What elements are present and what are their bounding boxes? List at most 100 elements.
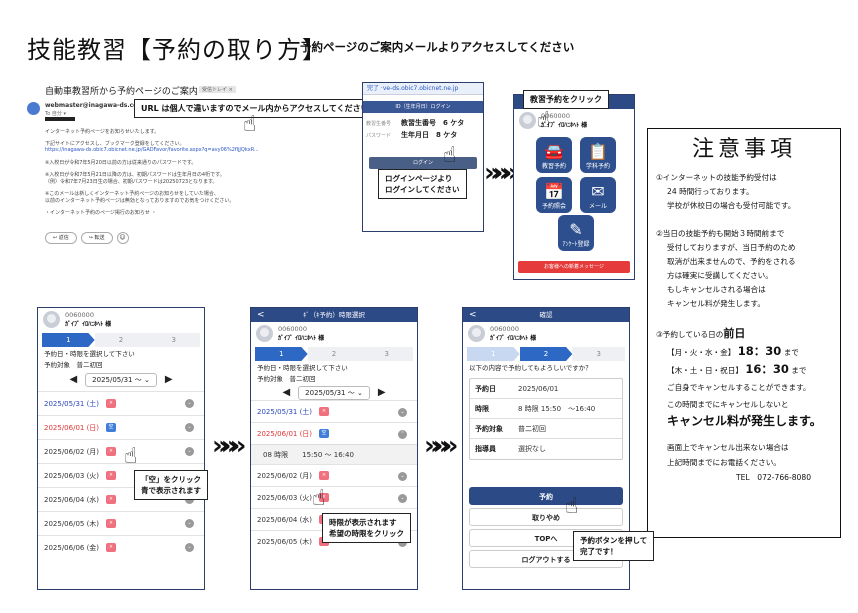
avatar xyxy=(468,325,485,342)
email-subject: 自動車教習所から予約ページのご案内 xyxy=(45,87,198,97)
pointing-hand-icon: ☝ xyxy=(124,444,138,469)
tile-lesson-booking[interactable]: 🚘教習予約 xyxy=(536,137,572,173)
chevron-icon: ⌄ xyxy=(185,399,194,408)
email-line: ※入校日が令和7年5月21日以降の方は、初期パスワードは生年月日の4桁です。 xyxy=(45,172,225,178)
email-line: （例）令和7年7月23日生の場合、初期パスワードは20250723となります。 xyxy=(45,179,218,185)
slot-header: <ｷﾞ（ｷ予約）時限選択 xyxy=(251,308,417,322)
week-select[interactable]: 2025/05/31 ～ ⌄ xyxy=(85,372,157,387)
telephone-number: TEL 072-766-8080 xyxy=(736,473,812,482)
chevron-icon: ⌄ xyxy=(398,408,407,417)
reserve-button[interactable]: 予約 xyxy=(469,487,623,505)
forward-button[interactable]: ↪ 転送 xyxy=(80,232,113,244)
tile-survey[interactable]: ✎ｱﾝｹｰﾄ登録 xyxy=(558,215,594,251)
page-title: 技能教習【予約の取り方】 xyxy=(27,36,327,64)
mail-icon: ✉ xyxy=(591,182,605,201)
cancel-button[interactable]: 取りやめ xyxy=(469,508,623,526)
pointing-hand-icon: ☝ xyxy=(312,486,326,511)
chevron-icon: ⌄ xyxy=(185,543,194,552)
vacant-note: 「空」をクリック 青で表示されます xyxy=(134,470,208,500)
email-link[interactable]: https://inagawa-ds.obic7.obicnet.ne.jp/G… xyxy=(45,147,259,153)
calendar-phone: 0060000 ｶﾞｲﾌﾞ ｲﾛﾊﾆﾎﾍﾄ 様 1 2 3 予約日・時限を選択し… xyxy=(37,307,205,590)
next-week-icon[interactable]: ▶ xyxy=(377,387,386,398)
inbox-tag: 受信トレイ × xyxy=(199,86,236,93)
emoji-icon[interactable]: ☺ xyxy=(116,232,129,244)
pencil-icon: ✎ xyxy=(569,220,583,239)
prev-week-icon[interactable]: ◀ xyxy=(282,387,291,398)
login-id-row[interactable]: 教習生番号 教習生番号 6 ケタ xyxy=(366,119,465,127)
user-name: ｶﾞｲﾌﾞ ｲﾛﾊﾆﾎﾍﾄ 様 xyxy=(541,122,588,129)
avatar xyxy=(519,112,536,129)
date-row[interactable]: 2025/06/01 (日)空⌃ xyxy=(251,422,417,444)
user-id: 0060000 xyxy=(65,311,94,319)
clipboard-icon: 📋 xyxy=(588,142,608,161)
date-row[interactable]: 2025/06/03 (火)×⌄ xyxy=(251,486,417,508)
book-note: 予約ボタンを押して 完了です！ xyxy=(573,531,655,561)
avatar xyxy=(256,325,273,342)
login-phone: 完了 ·ve-ds.obic7.obicnet.ne.jp ID（生年月日）ログ… xyxy=(362,82,484,232)
chevron-icon: ⌃ xyxy=(398,430,407,439)
tile-class-booking[interactable]: 📋学科予約 xyxy=(580,137,616,173)
date-row[interactable]: 2025/05/31 (土)×⌄ xyxy=(251,400,417,422)
car-icon: 🚘 xyxy=(544,142,564,161)
chevron-icon: ⌄ xyxy=(185,447,194,456)
booking-target: 予約対象 普二初回 xyxy=(44,361,103,369)
email-preview: 自動車教習所から予約ページのご案内 受信トレイ × webmaster@inag… xyxy=(25,84,355,254)
date-row[interactable]: 2025/05/31 (土)×⌄ xyxy=(38,391,204,415)
booking-target: 予約対象 普二初回 xyxy=(257,375,316,383)
login-pw-field[interactable]: 生年月日 8 ケタ xyxy=(401,131,458,139)
tile-mail[interactable]: ✉メール xyxy=(580,177,616,213)
pointing-hand-icon: ☝ xyxy=(565,494,579,519)
back-icon[interactable]: < xyxy=(257,310,265,320)
avatar xyxy=(43,311,60,328)
email-sender: webmaster@inagawa-ds.co.jp xyxy=(45,102,146,109)
redacted-bar xyxy=(45,117,75,121)
step-indicator: 1 2 3 xyxy=(255,347,414,361)
email-line: 下記サイトにアクセスし、ブックマーク登録をしてください。 xyxy=(45,141,185,147)
user-name: ｶﾞｲﾌﾞ ｲﾛﾊﾆﾎﾍﾄ 様 xyxy=(65,321,112,328)
login-button[interactable]: ログイン xyxy=(369,157,477,169)
notice-box: 注意事項 ①インターネットの技能予約受付は 24 時間行っております。 学校が休… xyxy=(647,128,841,538)
reply-button[interactable]: ↩ 返信 xyxy=(45,232,77,244)
tile-booking-inquiry[interactable]: 📅予約照会 xyxy=(536,177,572,213)
step-indicator: 1 2 3 xyxy=(42,333,201,347)
table-row: 指導員選択なし xyxy=(475,445,546,453)
chevron-icon: ⌄ xyxy=(398,494,407,503)
calendar-icon: 📅 xyxy=(544,182,564,201)
message-bar[interactable]: お客様への新着メッセージ xyxy=(518,261,630,273)
login-id-field[interactable]: 教習生番号 6 ケタ xyxy=(401,119,465,127)
week-select[interactable]: 2025/05/31 ～ ⌄ xyxy=(298,385,370,400)
date-row[interactable]: 2025/06/02 (月)×⌄ xyxy=(38,439,204,463)
slot-note: 時限が表示されます 希望の時限をクリック xyxy=(322,513,411,543)
instruction: 予約日・時限を選択して下さい xyxy=(257,364,348,372)
login-note: ログインページより ログインしてください xyxy=(378,169,467,199)
back-icon[interactable]: < xyxy=(469,310,477,320)
chevron-icon: ⌄ xyxy=(185,423,194,432)
email-to: To 自分 ▾ xyxy=(45,111,66,117)
pointing-hand-icon: ☝ xyxy=(537,108,551,133)
user-id: 0060000 xyxy=(278,325,307,333)
email-line: ※入校日が令和7年5月20日以前の方は従来通りのパスワードです。 xyxy=(45,160,197,166)
sender-avatar xyxy=(27,102,40,115)
instruction: 予約日・時限を選択して下さい xyxy=(44,350,135,358)
user-name: ｶﾞｲﾌﾞ ｲﾛﾊﾆﾎﾍﾄ 様 xyxy=(490,335,537,342)
email-line: 以前のインターネット予約ページは無効となっておりますのでお気をつけください。 xyxy=(45,198,235,204)
user-id: 0060000 xyxy=(490,325,519,333)
login-pw-row[interactable]: パスワード 生年月日 8 ケタ xyxy=(366,131,458,139)
prev-week-icon[interactable]: ◀ xyxy=(69,374,78,385)
date-row[interactable]: 2025/06/02 (月)×⌄ xyxy=(251,464,417,486)
date-row[interactable]: 2025/06/06 (金)×⌄ xyxy=(38,535,204,559)
chevron-icon: ⌄ xyxy=(185,519,194,528)
table-row: 予約対象普二初回 xyxy=(470,419,622,439)
pointing-hand-icon: ☝ xyxy=(443,143,457,168)
date-row[interactable]: 2025/06/01 (日)空⌄ xyxy=(38,415,204,439)
date-row[interactable]: 2025/06/05 (木)×⌄ xyxy=(38,511,204,535)
next-week-icon[interactable]: ▶ xyxy=(164,374,173,385)
time-slot-row[interactable]: 08 時限 15:50 ～ 16:40 xyxy=(251,444,417,464)
user-id: 0060000 xyxy=(541,112,570,120)
confirm-question: 以下の内容で予約してもよろしいですか？ xyxy=(469,364,592,372)
menu-phone: ID（生年）ログイン 0060000 ｶﾞｲﾌﾞ ｲﾛﾊﾆﾎﾍﾄ 様 🚘教習予約… xyxy=(513,94,635,280)
flow-arrow-icon: »»» xyxy=(424,431,459,461)
notice-title: 注意事項 xyxy=(691,137,796,162)
